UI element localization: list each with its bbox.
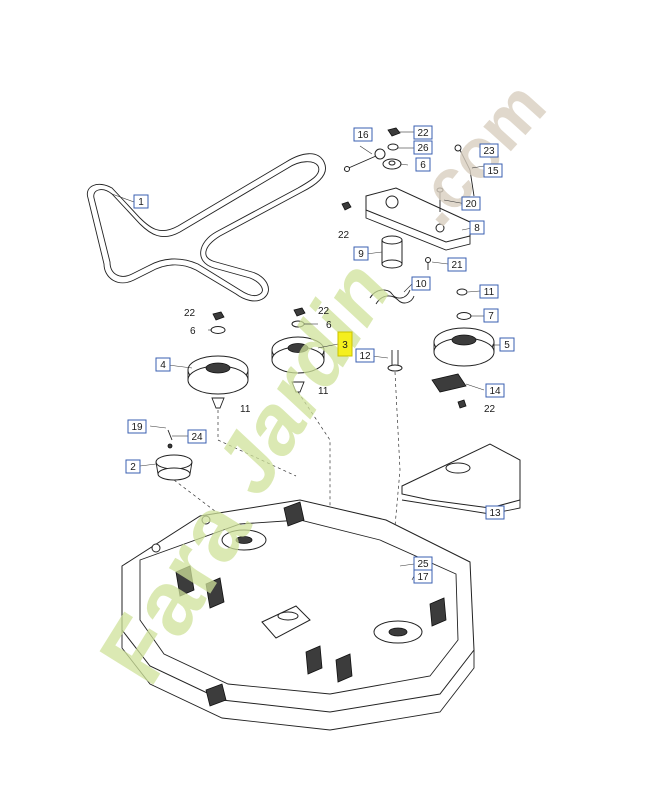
- callout-11c[interactable]: 11: [240, 404, 251, 415]
- svg-text:23: 23: [483, 146, 495, 157]
- svg-text:4: 4: [160, 360, 166, 371]
- callout-11a[interactable]: 11: [479, 284, 499, 299]
- callout-2[interactable]: 2: [125, 459, 141, 474]
- callout-24[interactable]: 24: [187, 429, 207, 444]
- callout-5[interactable]: 5: [499, 337, 515, 352]
- callout-23[interactable]: 23: [479, 143, 499, 158]
- callout-3[interactable]: 3: [337, 331, 353, 357]
- svg-text:25: 25: [417, 559, 429, 570]
- callout-6b[interactable]: 6: [326, 320, 332, 331]
- callout-22b[interactable]: 22: [338, 230, 350, 241]
- svg-text:15: 15: [487, 166, 499, 177]
- callout-4[interactable]: 4: [155, 357, 171, 372]
- svg-text:16: 16: [357, 130, 369, 141]
- pulley-5: [431, 288, 495, 409]
- svg-text:17: 17: [417, 572, 429, 583]
- svg-text:26: 26: [417, 143, 429, 154]
- callout-26[interactable]: 26: [413, 140, 433, 155]
- svg-text:11: 11: [484, 287, 495, 298]
- idler-arm-assembly: [341, 127, 475, 305]
- callout-11b[interactable]: 11: [318, 386, 329, 397]
- svg-text:19: 19: [131, 422, 143, 433]
- pulley-3: [271, 307, 325, 393]
- svg-text:9: 9: [358, 249, 364, 260]
- svg-text:7: 7: [488, 311, 494, 322]
- svg-text:6: 6: [420, 160, 426, 171]
- callout-12[interactable]: 12: [355, 348, 375, 363]
- mower-deck: [121, 499, 475, 731]
- callout-22e[interactable]: 22: [484, 404, 496, 415]
- svg-text:22: 22: [184, 308, 196, 319]
- callout-22c[interactable]: 22: [184, 308, 196, 319]
- callout-13[interactable]: 13: [485, 505, 505, 520]
- callout-14[interactable]: 14: [485, 383, 505, 398]
- callout-17[interactable]: 17: [413, 569, 433, 584]
- svg-text:20: 20: [465, 199, 477, 210]
- svg-text:6: 6: [326, 320, 332, 331]
- svg-text:10: 10: [415, 279, 427, 290]
- svg-text:12: 12: [359, 351, 371, 362]
- spindle-cup-2: [155, 429, 193, 481]
- svg-text:11: 11: [318, 386, 329, 397]
- bolt-12: [387, 350, 403, 372]
- svg-text:8: 8: [474, 223, 480, 234]
- pulley-4: [187, 311, 249, 409]
- svg-text:22: 22: [484, 404, 496, 415]
- svg-text:24: 24: [191, 432, 203, 443]
- svg-text:13: 13: [489, 508, 501, 519]
- callout-19[interactable]: 19: [127, 419, 147, 434]
- callout-16[interactable]: 16: [353, 127, 373, 142]
- drive-belt: [86, 153, 326, 302]
- svg-text:1: 1: [138, 197, 144, 208]
- callout-10[interactable]: 10: [411, 276, 431, 291]
- callout-15[interactable]: 15: [483, 163, 503, 178]
- leader-lines: [111, 131, 500, 581]
- svg-text:22: 22: [338, 230, 350, 241]
- svg-text:11: 11: [240, 404, 251, 415]
- callout-7[interactable]: 7: [483, 308, 499, 323]
- callout-6c[interactable]: 6: [415, 157, 431, 172]
- svg-text:22: 22: [417, 128, 429, 139]
- callout-1[interactable]: 1: [133, 194, 149, 209]
- svg-text:21: 21: [451, 260, 463, 271]
- svg-text:5: 5: [504, 340, 510, 351]
- belt-cover-13: [401, 443, 521, 515]
- svg-text:14: 14: [489, 386, 501, 397]
- callout-25[interactable]: 25: [413, 556, 433, 571]
- callout-labels: 1 2 3 4 5 6 6 6 7 8 9 10 11 11 11 12 13 …: [125, 125, 515, 584]
- callout-22d[interactable]: 22: [318, 306, 330, 317]
- callout-6a[interactable]: 6: [190, 326, 196, 337]
- callout-9[interactable]: 9: [353, 246, 369, 261]
- callout-8[interactable]: 8: [469, 220, 485, 235]
- callout-21[interactable]: 21: [447, 257, 467, 272]
- callout-22a[interactable]: 22: [413, 125, 433, 140]
- callout-20[interactable]: 20: [461, 196, 481, 211]
- svg-text:22: 22: [318, 306, 330, 317]
- svg-text:2: 2: [130, 462, 136, 473]
- svg-text:6: 6: [190, 326, 196, 337]
- svg-text:3: 3: [342, 340, 348, 351]
